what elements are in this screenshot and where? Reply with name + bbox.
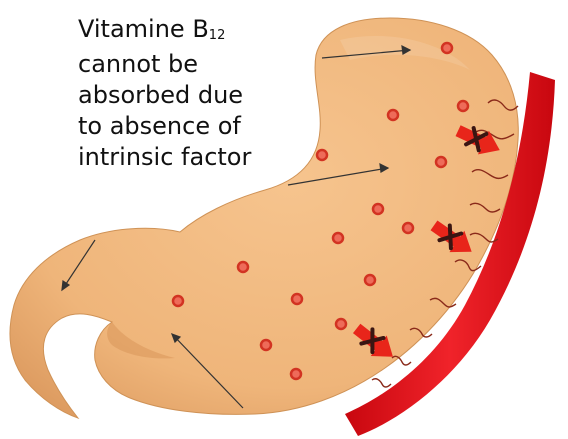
caption-subscript: 12 — [209, 28, 226, 43]
vitamin-b12-dot-icon — [373, 204, 383, 214]
vitamin-b12-dot-icon — [173, 296, 183, 306]
caption-vitamin-label: Vitamine B — [78, 15, 209, 43]
caption-line-2: cannot be — [78, 49, 308, 80]
vitamin-b12-dot-icon — [292, 294, 302, 304]
vitamin-b12-dot-icon — [436, 157, 446, 167]
vitamin-b12-dot-icon — [388, 110, 398, 120]
vitamin-b12-dot-icon — [458, 101, 468, 111]
caption-line-1: Vitamine B12 — [78, 14, 308, 49]
vitamin-b12-dot-icon — [333, 233, 343, 243]
caption-line-4: to absence of — [78, 111, 308, 142]
caption-line-3: absorbed due — [78, 80, 308, 111]
vitamin-b12-dot-icon — [442, 43, 452, 53]
caption-line-5: intrinsic factor — [78, 142, 308, 173]
vitamin-b12-dot-icon — [403, 223, 413, 233]
vitamin-b12-dot-icon — [291, 369, 301, 379]
capillary-10 — [372, 379, 391, 387]
vitamin-b12-dot-icon — [336, 319, 346, 329]
vitamin-b12-dot-icon — [365, 275, 375, 285]
vitamin-b12-dot-icon — [238, 262, 248, 272]
caption-text: Vitamine B12 cannot be absorbed due to a… — [78, 14, 308, 173]
vitamin-b12-dot-icon — [317, 150, 327, 160]
vitamin-b12-dot-icon — [261, 340, 271, 350]
